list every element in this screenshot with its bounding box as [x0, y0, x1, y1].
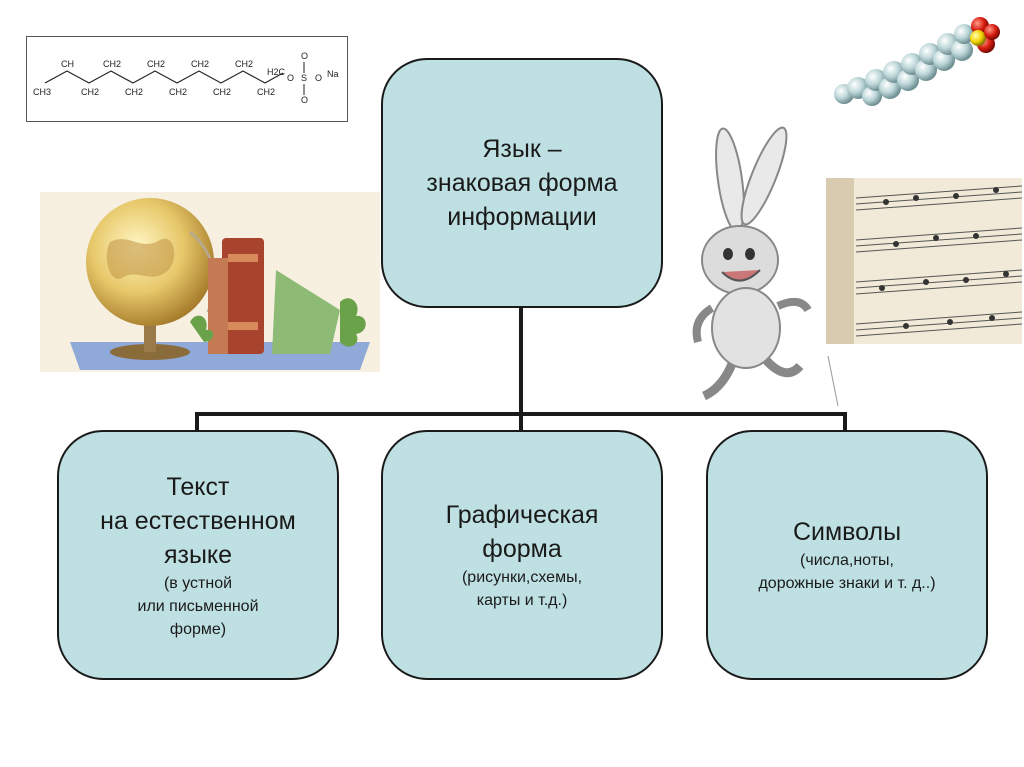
formula-group: CH2	[125, 87, 143, 97]
child-title-line: Текст	[166, 472, 230, 501]
root-line: информации	[447, 203, 597, 231]
formula-group: CH2	[191, 59, 209, 69]
root-line: Язык –	[482, 135, 562, 163]
child-title-line: форма	[482, 535, 562, 563]
formula-group: CH	[61, 59, 74, 69]
formula-atom: Na	[327, 69, 339, 79]
child-title-line: на естественном	[100, 506, 296, 535]
formula-group: CH2	[169, 87, 187, 97]
formula-atom: O	[301, 95, 308, 105]
formula-group: CH2	[257, 87, 275, 97]
child-title-line: Символы	[792, 518, 902, 546]
connector-right-drop	[843, 412, 847, 432]
connector-trunk	[519, 306, 523, 412]
chemical-formula-diagram: CH3 CH CH2 CH2 CH2 CH2 CH2 CH2 CH2 CH2 C…	[33, 51, 339, 105]
child-note-line: (числа,ноты,	[800, 552, 894, 569]
formula-group: CH2	[213, 87, 231, 97]
child-node-text: Текст на естественном языке (в устной ил…	[57, 430, 339, 680]
globe-and-books-illustration	[40, 192, 380, 372]
connector-left-drop	[195, 412, 199, 432]
formula-atom: O	[301, 51, 308, 61]
formula-group: CH2	[147, 59, 165, 69]
child-note-line: карты и т.д.)	[476, 592, 568, 609]
child-node-symbols: Символы (числа,ноты, дорожные знаки и т.…	[706, 430, 988, 680]
formula-group: CH3	[33, 87, 51, 97]
sheet-music-illustration	[826, 178, 1023, 344]
formula-group: CH2	[235, 59, 253, 69]
root-node: Язык – знаковая форма информации	[381, 58, 663, 308]
formula-group: CH2	[103, 59, 121, 69]
formula-group: H2C	[267, 67, 286, 77]
child-note-line: (рисунки,схемы,	[461, 569, 583, 586]
child-note-line: или письменной	[137, 597, 259, 615]
child-note-line: (в устной	[163, 574, 233, 592]
child-title-line: языке	[163, 540, 233, 569]
root-line: знаковая форма	[426, 169, 618, 197]
child-note-line: дорожные знаки и т. д..)	[758, 575, 936, 592]
molecule-model-illustration	[834, 17, 1000, 106]
child-node-graphic: Графическая форма (рисунки,схемы, карты …	[381, 430, 663, 680]
child-title-line: Графическая	[445, 501, 599, 529]
formula-group: CH2	[81, 87, 99, 97]
connector-center-drop	[519, 412, 523, 432]
rabbit-illustration	[692, 126, 839, 407]
child-note-line: форме)	[169, 620, 227, 638]
formula-atom: O	[315, 73, 322, 83]
chemical-formula-frame: CH3 CH CH2 CH2 CH2 CH2 CH2 CH2 CH2 CH2 C…	[26, 36, 348, 122]
formula-atom: O	[287, 73, 294, 83]
formula-atom: S	[301, 73, 307, 83]
